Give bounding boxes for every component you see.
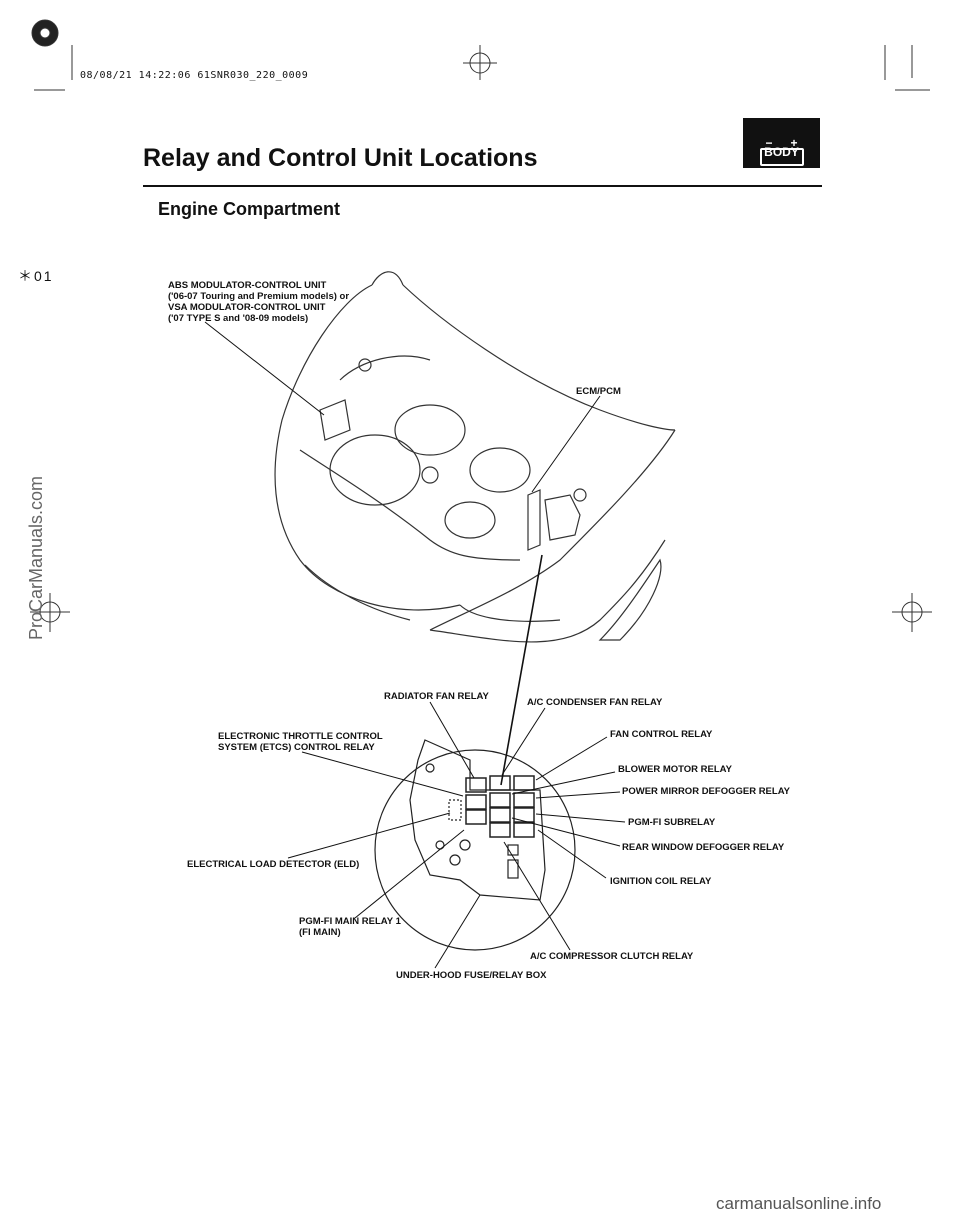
radiator-fan-label: RADIATOR FAN RELAY: [384, 691, 489, 702]
pgm-subrelay-label: PGM-FI SUBRELAY: [628, 817, 716, 828]
margin-mark: ＊01: [18, 268, 54, 284]
fuse-box-label: UNDER-HOOD FUSE/RELAY BOX: [396, 970, 547, 981]
print-timestamp: 08/08/21 14:22:06 61SNR030_220_0009: [80, 70, 309, 81]
ecm-label: ECM/PCM: [576, 386, 621, 397]
etcs-leader: [301, 751, 464, 797]
blower-motor-label: BLOWER MOTOR RELAY: [618, 764, 733, 775]
ac-condenser-leader: [501, 707, 546, 776]
leader-lines: [204, 321, 626, 969]
pgm-main-leader: [354, 829, 465, 919]
ecm-leader: [531, 395, 601, 493]
ignition-coil-label: IGNITION COIL RELAY: [610, 876, 712, 887]
fusebox-leader: [434, 894, 481, 969]
registration-marks: [30, 19, 932, 632]
body-badge: − + BODY: [743, 118, 820, 168]
ac-clutch-label: A/C COMPRESSOR CLUTCH RELAY: [530, 951, 694, 962]
fan-control-leader: [535, 736, 608, 781]
power-mirror-label: POWER MIRROR DEFOGGER RELAY: [622, 786, 791, 797]
eld-label: ELECTRICAL LOAD DETECTOR (ELD): [187, 859, 360, 870]
pgm-main-label: PGM-FI MAIN RELAY 1 (FI MAIN): [299, 916, 401, 938]
rear-window-leader: [511, 817, 621, 847]
mirror-leader: [535, 791, 621, 799]
ignition-leader: [537, 829, 607, 879]
abs-leader: [204, 321, 325, 416]
car-illustration: [274, 271, 676, 643]
badge-label: BODY: [764, 145, 799, 159]
side-watermark: ProCarManuals.com: [26, 475, 46, 640]
rear-window-label: REAR WINDOW DEFOGGER RELAY: [622, 842, 785, 853]
blower-leader: [511, 771, 616, 795]
fuse-box-detail: [374, 739, 576, 951]
ac-clutch-leader: [503, 841, 571, 951]
eld-leader: [287, 812, 451, 859]
fusebox-pointer: [500, 554, 543, 786]
section-title: Engine Compartment: [158, 199, 341, 219]
radiator-fan-leader: [429, 701, 475, 779]
ac-condenser-fan-label: A/C CONDENSER FAN RELAY: [527, 697, 663, 708]
pgm-sub-leader: [535, 813, 626, 823]
abs-label: ABS MODULATOR-CONTROL UNIT ('06-07 Touri…: [168, 280, 350, 324]
etcs-label: ELECTRONIC THROTTLE CONTROL SYSTEM (ETCS…: [218, 731, 383, 753]
battery-icon: − +: [759, 137, 804, 166]
footer-watermark: carmanualsonline.info: [716, 1194, 882, 1213]
page-title: Relay and Control Unit Locations: [143, 144, 538, 172]
fan-control-label: FAN CONTROL RELAY: [610, 729, 713, 740]
